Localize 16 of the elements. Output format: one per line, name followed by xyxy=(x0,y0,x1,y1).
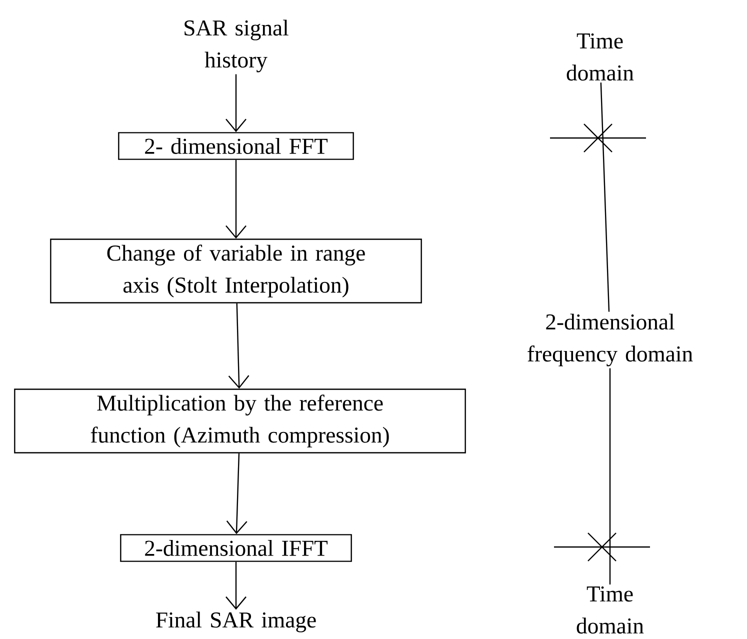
arrow xyxy=(226,562,246,610)
domain-label: Time domain xyxy=(576,586,644,634)
domain-label: 2-dimensional frequency domain xyxy=(528,314,693,366)
scale-line xyxy=(600,82,610,312)
scale-line xyxy=(609,368,611,584)
arrow xyxy=(228,303,250,389)
arrow xyxy=(226,453,248,534)
process-box: Multiplication by the reference function (Azimuth compression) xyxy=(14,388,466,454)
process-box: 2- dimensional FFT xyxy=(118,132,354,160)
domain-label: Time domain xyxy=(566,33,634,81)
process-box: Change of variable in range axis (Stolt Interpolation) xyxy=(50,238,422,304)
arrow xyxy=(226,160,246,239)
input-label: SAR signal history xyxy=(184,20,288,72)
arrow xyxy=(226,74,246,132)
process-box: 2-dimensional IFFT xyxy=(120,534,352,562)
output-label: Final SAR image xyxy=(156,612,316,632)
